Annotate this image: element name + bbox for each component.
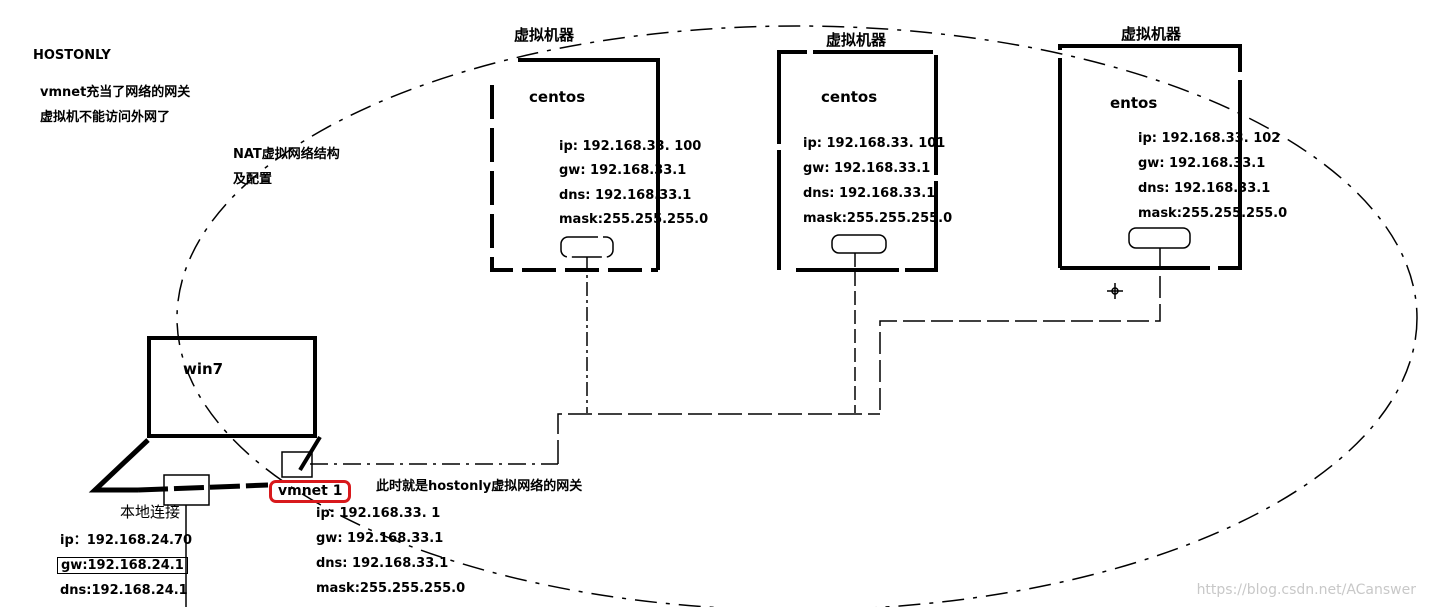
vm-3-mask: mask:255.255.255.0 bbox=[1138, 206, 1288, 221]
host-name: win7 bbox=[183, 360, 224, 378]
vmnet-dns: dns: 192.168.33.1 bbox=[316, 556, 449, 571]
hostonly-title: HOSTONLY bbox=[33, 48, 111, 63]
vmnet-gw: gw: 192.168.33.1 bbox=[316, 531, 444, 546]
vm-2-caption: 虚拟机器 bbox=[826, 31, 887, 49]
host-dns: dns:192.168.24.1 bbox=[60, 583, 188, 598]
vm-2-nic bbox=[831, 234, 887, 254]
host-gw: gw:192.168.24.1 bbox=[57, 557, 188, 574]
vmnet-mask: mask:255.255.255.0 bbox=[316, 581, 466, 596]
vm-2-ip: ip: 192.168.33. 101 bbox=[803, 136, 946, 151]
vmnet-note: 此时就是hostonly虚拟网络的网关 bbox=[376, 479, 583, 494]
note-line-1: vmnet充当了网络的网关 bbox=[40, 85, 191, 100]
watermark: https://blog.csdn.net/ACanswer bbox=[1196, 582, 1416, 598]
vm-3-caption: 虚拟机器 bbox=[1121, 25, 1182, 43]
vmnet-ip: ip: 192.168.33. 1 bbox=[316, 506, 441, 521]
vm-1-ip: ip: 192.168.33. 100 bbox=[559, 139, 702, 154]
vm-box-3 bbox=[1058, 44, 1242, 270]
vm-1-dns: dns: 192.168.33.1 bbox=[559, 188, 692, 203]
vm-1-mask: mask:255.255.255.0 bbox=[559, 212, 709, 227]
vm-3-dns: dns: 192.168.33.1 bbox=[1138, 181, 1271, 196]
vm-1-gw: gw: 192.168.33.1 bbox=[559, 163, 687, 178]
vm-3-gw: gw: 192.168.33.1 bbox=[1138, 156, 1266, 171]
nat-note-line-2: 及配置 bbox=[233, 172, 273, 187]
vm-box-2 bbox=[777, 50, 938, 272]
host-ip: ip：192.168.24.70 bbox=[60, 533, 193, 548]
vm-1-caption: 虚拟机器 bbox=[514, 26, 575, 44]
network-wires bbox=[310, 248, 1161, 465]
vm-3-name: entos bbox=[1110, 94, 1158, 112]
vm-2-dns: dns: 192.168.33.1 bbox=[803, 186, 936, 201]
nat-note-line-1: NAT虚拟网络结构 bbox=[233, 147, 340, 162]
vmnet-label: vmnet 1 bbox=[269, 480, 352, 503]
vm-2-name: centos bbox=[821, 88, 878, 106]
vm-1-name: centos bbox=[529, 88, 586, 106]
network-boundary-ellipse bbox=[176, 25, 1418, 607]
local-connection-label: 本地连接 bbox=[120, 503, 181, 521]
vm-3-nic bbox=[1128, 227, 1191, 249]
vm-2-gw: gw: 192.168.33.1 bbox=[803, 161, 931, 176]
laptop-win7 bbox=[88, 336, 322, 607]
vm-3-ip: ip: 192.168.33. 102 bbox=[1138, 131, 1281, 146]
vm-1-nic bbox=[560, 236, 614, 258]
note-line-2: 虚拟机不能访问外网了 bbox=[40, 110, 171, 125]
vm-box-1 bbox=[490, 58, 660, 272]
vm-2-mask: mask:255.255.255.0 bbox=[803, 211, 953, 226]
